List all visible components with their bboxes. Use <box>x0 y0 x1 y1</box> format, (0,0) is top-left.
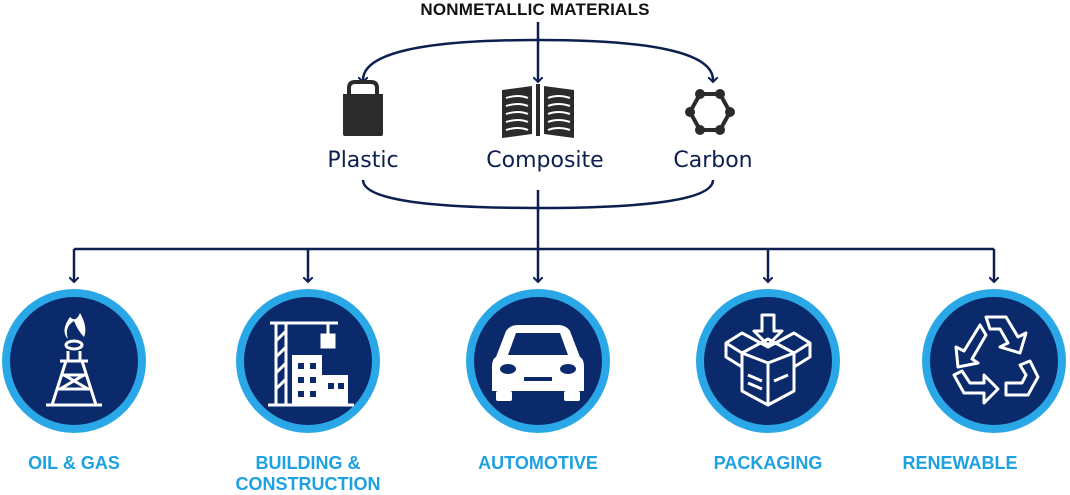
app-label-building-line2: CONSTRUCTION <box>235 474 381 494</box>
app-label-oil-gas: OIL & GAS <box>28 453 120 473</box>
layered-sheets-icon <box>502 84 574 138</box>
app-label-automotive: AUTOMOTIVE <box>478 453 598 473</box>
material-label-carbon: Carbon <box>673 148 753 173</box>
app-label-renewable: RENEWABLE <box>902 453 1018 473</box>
recycle-arrows-icon <box>952 315 1040 405</box>
app-label-building-line1: BUILDING & <box>255 453 361 473</box>
oil-gas-circle <box>2 289 146 433</box>
construction-crane-icon <box>268 321 354 407</box>
app-label-building-construction: BUILDING & CONSTRUCTION <box>198 453 418 495</box>
renewable-circle <box>922 289 1066 433</box>
building-construction-circle <box>236 289 380 433</box>
material-label-composite: Composite <box>486 148 604 173</box>
automotive-circle <box>466 289 610 433</box>
packaging-circle <box>696 289 840 433</box>
car-icon <box>492 325 584 401</box>
hexagon-molecule-icon <box>685 89 735 135</box>
open-box-arrow-icon <box>724 313 812 407</box>
diagram-title: NONMETALLIC MATERIALS <box>420 0 650 19</box>
oil-rig-flame-icon <box>46 313 102 407</box>
shopping-bag-icon <box>343 80 383 136</box>
material-label-plastic: Plastic <box>327 148 399 173</box>
app-label-packaging: PACKAGING <box>713 453 823 473</box>
